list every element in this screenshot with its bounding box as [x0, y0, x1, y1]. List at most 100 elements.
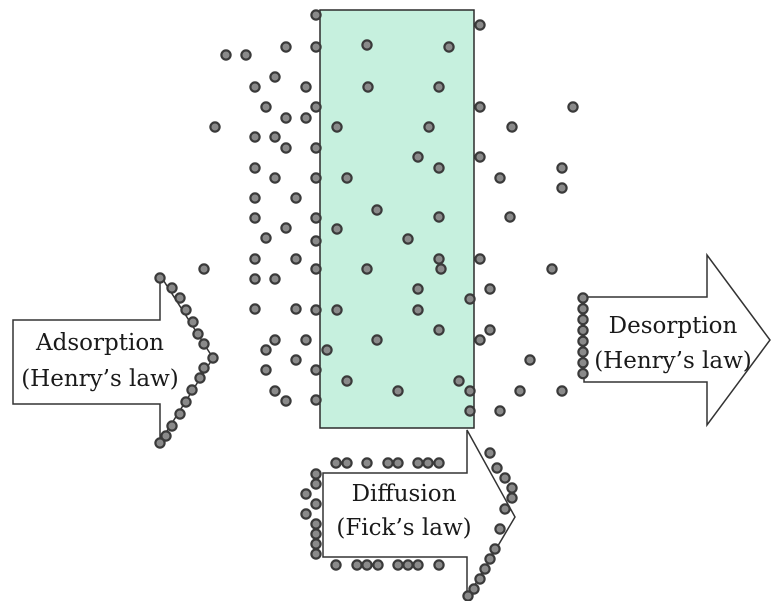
molecule — [351, 559, 363, 571]
molecule — [280, 41, 292, 53]
molecule — [371, 204, 383, 216]
molecule — [556, 162, 568, 174]
molecule — [479, 563, 491, 575]
molecule — [433, 81, 445, 93]
molecule — [310, 101, 322, 113]
adsorption-law-label: (Henry’s law) — [21, 366, 179, 392]
molecule — [577, 335, 589, 347]
molecule — [260, 344, 272, 356]
molecule — [499, 503, 511, 515]
molecule — [180, 396, 192, 408]
molecule — [310, 478, 322, 490]
molecule — [310, 304, 322, 316]
molecule — [310, 518, 322, 530]
desorption-law-label: (Henry’s law) — [594, 348, 752, 374]
molecule — [310, 538, 322, 550]
molecule — [249, 253, 261, 265]
molecule — [300, 508, 312, 520]
molecule — [361, 263, 373, 275]
molecule — [269, 385, 281, 397]
molecule — [300, 488, 312, 500]
molecule — [280, 395, 292, 407]
molecule — [464, 293, 476, 305]
molecule — [392, 559, 404, 571]
molecule — [330, 559, 342, 571]
molecule — [494, 405, 506, 417]
molecule — [240, 49, 252, 61]
molecule — [362, 81, 374, 93]
molecule — [499, 472, 511, 484]
molecule — [464, 405, 476, 417]
molecule — [361, 559, 373, 571]
molecule — [577, 357, 589, 369]
molecule — [174, 292, 186, 304]
molecule — [382, 457, 394, 469]
molecule — [166, 282, 178, 294]
molecule — [577, 292, 589, 304]
molecule — [412, 283, 424, 295]
molecule — [392, 385, 404, 397]
molecule — [484, 324, 496, 336]
molecule — [154, 437, 166, 449]
molecule — [269, 71, 281, 83]
molecule — [280, 142, 292, 154]
molecule — [310, 235, 322, 247]
molecule — [361, 457, 373, 469]
molecule — [249, 303, 261, 315]
molecule — [484, 553, 496, 565]
molecule — [462, 590, 474, 601]
molecule — [280, 112, 292, 124]
molecule — [567, 101, 579, 113]
molecule — [474, 151, 486, 163]
molecule — [433, 211, 445, 223]
molecule — [577, 313, 589, 326]
molecule — [166, 420, 178, 432]
molecule — [433, 324, 445, 336]
molecule — [577, 367, 589, 380]
molecule — [556, 385, 568, 397]
molecule — [464, 385, 476, 397]
molecule — [198, 263, 210, 275]
molecule — [402, 233, 414, 245]
molecule — [310, 142, 322, 154]
molecule — [310, 212, 322, 224]
molecule — [433, 559, 445, 571]
molecule — [412, 457, 424, 469]
molecule — [280, 222, 292, 234]
molecule — [260, 364, 272, 376]
adsorption-label: Adsorption — [35, 330, 164, 356]
diffusion-label: Diffusion — [352, 481, 457, 507]
molecule — [290, 354, 302, 366]
molecule — [249, 192, 261, 204]
molecule — [489, 543, 501, 555]
desorption-arrow — [583, 252, 771, 428]
molecule — [577, 346, 589, 358]
molecule — [300, 81, 312, 93]
molecule — [474, 101, 486, 113]
molecule — [290, 303, 302, 315]
molecule — [372, 559, 384, 571]
molecule — [192, 328, 204, 340]
molecule — [209, 121, 221, 133]
molecule — [412, 559, 424, 571]
molecule — [331, 223, 343, 235]
molecule — [300, 112, 312, 124]
molecule — [341, 375, 353, 387]
molecule — [310, 364, 322, 376]
molecule — [435, 263, 447, 275]
molecule — [154, 272, 166, 284]
diffusion-law-label: (Fick’s law) — [336, 515, 471, 541]
molecule — [198, 362, 210, 374]
molecule — [484, 447, 496, 459]
molecule — [577, 303, 589, 315]
molecule — [402, 559, 414, 571]
molecule — [331, 121, 343, 133]
molecule — [321, 344, 333, 356]
molecule — [260, 101, 272, 113]
molecule — [433, 457, 445, 469]
molecule — [194, 372, 206, 384]
molecule — [474, 573, 486, 585]
molecule — [423, 121, 435, 133]
molecule — [290, 253, 302, 265]
